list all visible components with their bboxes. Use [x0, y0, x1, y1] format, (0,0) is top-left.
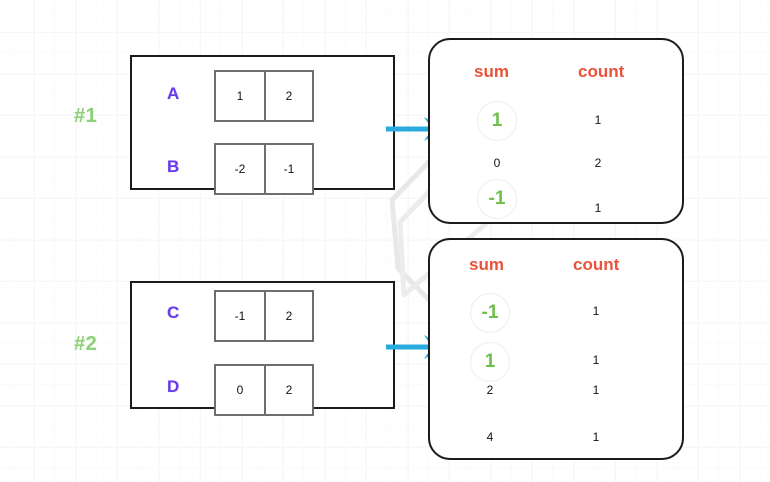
agg2-row2-count: 1	[592, 383, 600, 397]
row-cells-d: 0 2	[214, 364, 314, 416]
agg1-row0-count: 1	[594, 113, 602, 127]
cell-a-0: 1	[236, 89, 244, 103]
aggregate-panel-1	[428, 38, 684, 224]
agg2-row0-count: 1	[592, 304, 600, 318]
agg1-row0-sum: 1	[491, 110, 503, 131]
agg2-row0-sum: -1	[481, 302, 499, 323]
agg2-header-sum: sum	[469, 255, 504, 274]
aggregate-panel-2	[428, 238, 684, 460]
row-label-a: A	[167, 84, 180, 103]
agg2-row3-count: 1	[592, 430, 600, 444]
cell-c-0: -1	[234, 309, 246, 323]
row-label-d: D	[167, 377, 180, 396]
agg2-header-count: count	[573, 255, 620, 274]
agg1-row2-sum: -1	[488, 188, 506, 209]
cell-c-1: 2	[264, 292, 312, 340]
agg2-row0-highlight-circle	[470, 293, 510, 333]
agg2-row3-sum: 4	[486, 430, 494, 444]
row-cells-b: -2 -1	[214, 143, 314, 195]
cell-b-1: -1	[264, 145, 312, 193]
cell-d-0: 0	[236, 383, 244, 397]
row-cells-c: -1 2	[214, 290, 314, 342]
agg2-row1-count: 1	[592, 353, 600, 367]
agg1-row1-count: 2	[594, 156, 602, 170]
group-label-1: #1	[74, 105, 98, 127]
agg1-row2-highlight-circle	[477, 179, 517, 219]
group-label-2: #2	[74, 333, 98, 355]
cell-a-1: 2	[264, 72, 312, 120]
row-label-b: B	[167, 157, 180, 176]
row-label-c: C	[167, 303, 180, 322]
agg1-header-sum: sum	[474, 62, 509, 81]
agg1-row0-highlight-circle	[477, 101, 517, 141]
row-cells-a: 1 2	[214, 70, 314, 122]
agg2-row1-highlight-circle	[470, 342, 510, 382]
agg1-row2-count: 1	[594, 201, 602, 215]
cell-b-0: -2	[234, 162, 246, 176]
agg2-row2-sum: 2	[486, 383, 494, 397]
cell-d-1: 2	[264, 366, 312, 414]
agg1-header-count: count	[578, 62, 625, 81]
agg1-row1-sum: 0	[493, 156, 501, 170]
agg2-row1-sum: 1	[484, 351, 496, 372]
